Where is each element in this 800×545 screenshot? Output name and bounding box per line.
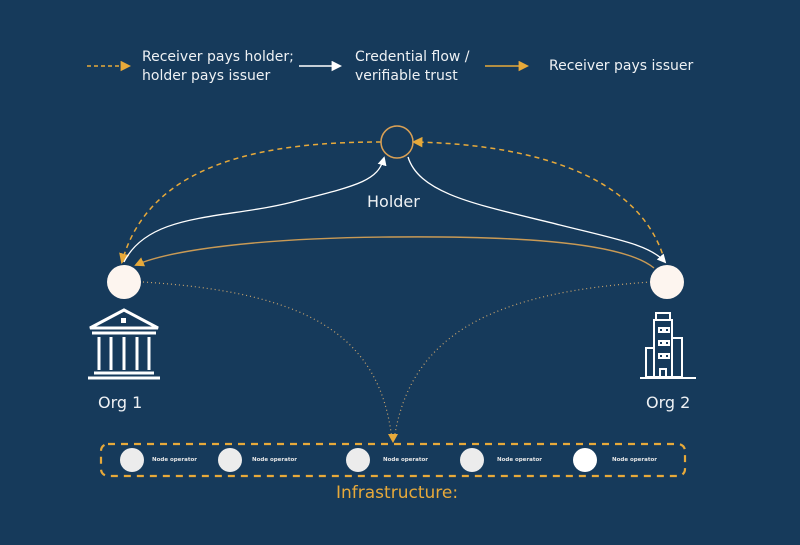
holder-label: Holder — [367, 192, 420, 211]
infrastructure-arrowhead — [388, 434, 398, 443]
org1-node[interactable] — [107, 265, 141, 299]
org1-label: Org 1 — [98, 393, 143, 412]
infrastructure-box — [99, 442, 687, 478]
infrastructure-label: Infrastructure: — [336, 483, 459, 503]
legend-label-solid-white: Credential flow / verifiable trust — [355, 49, 470, 84]
payment-org2-to-org1 — [134, 236, 655, 269]
payment-holder-to-org1 — [119, 141, 382, 265]
org2-label: Org 2 — [646, 393, 691, 412]
node-operator-label: Node operator — [612, 457, 657, 463]
legend-label-solid-orange: Receiver pays issuer — [549, 58, 694, 74]
node-operator-circle[interactable] — [346, 448, 370, 472]
link-org2-to-infrastructure — [393, 281, 652, 441]
credential-org1-to-holder — [123, 156, 387, 263]
holder-node[interactable] — [380, 125, 414, 159]
bank-building-icon — [88, 308, 160, 380]
node-operator-label: Node operator — [497, 457, 542, 463]
node-operator-circle[interactable] — [218, 448, 242, 472]
office-building-icon — [640, 312, 696, 379]
node-operator-label: Node operator — [252, 457, 297, 463]
link-org1-to-infrastructure — [142, 281, 393, 441]
credential-holder-to-org2 — [407, 156, 667, 264]
node-operator-circle[interactable] — [120, 448, 144, 472]
payment-org2-to-holder — [411, 136, 666, 263]
org2-node[interactable] — [650, 265, 684, 299]
node-operator-label: Node operator — [383, 457, 428, 463]
legend-label-dashed-orange: Receiver pays holder; holder pays issuer — [142, 49, 294, 84]
node-operator-circle[interactable] — [460, 448, 484, 472]
node-operator-label: Node operator — [152, 457, 197, 463]
node-operator-circle[interactable] — [573, 448, 597, 472]
